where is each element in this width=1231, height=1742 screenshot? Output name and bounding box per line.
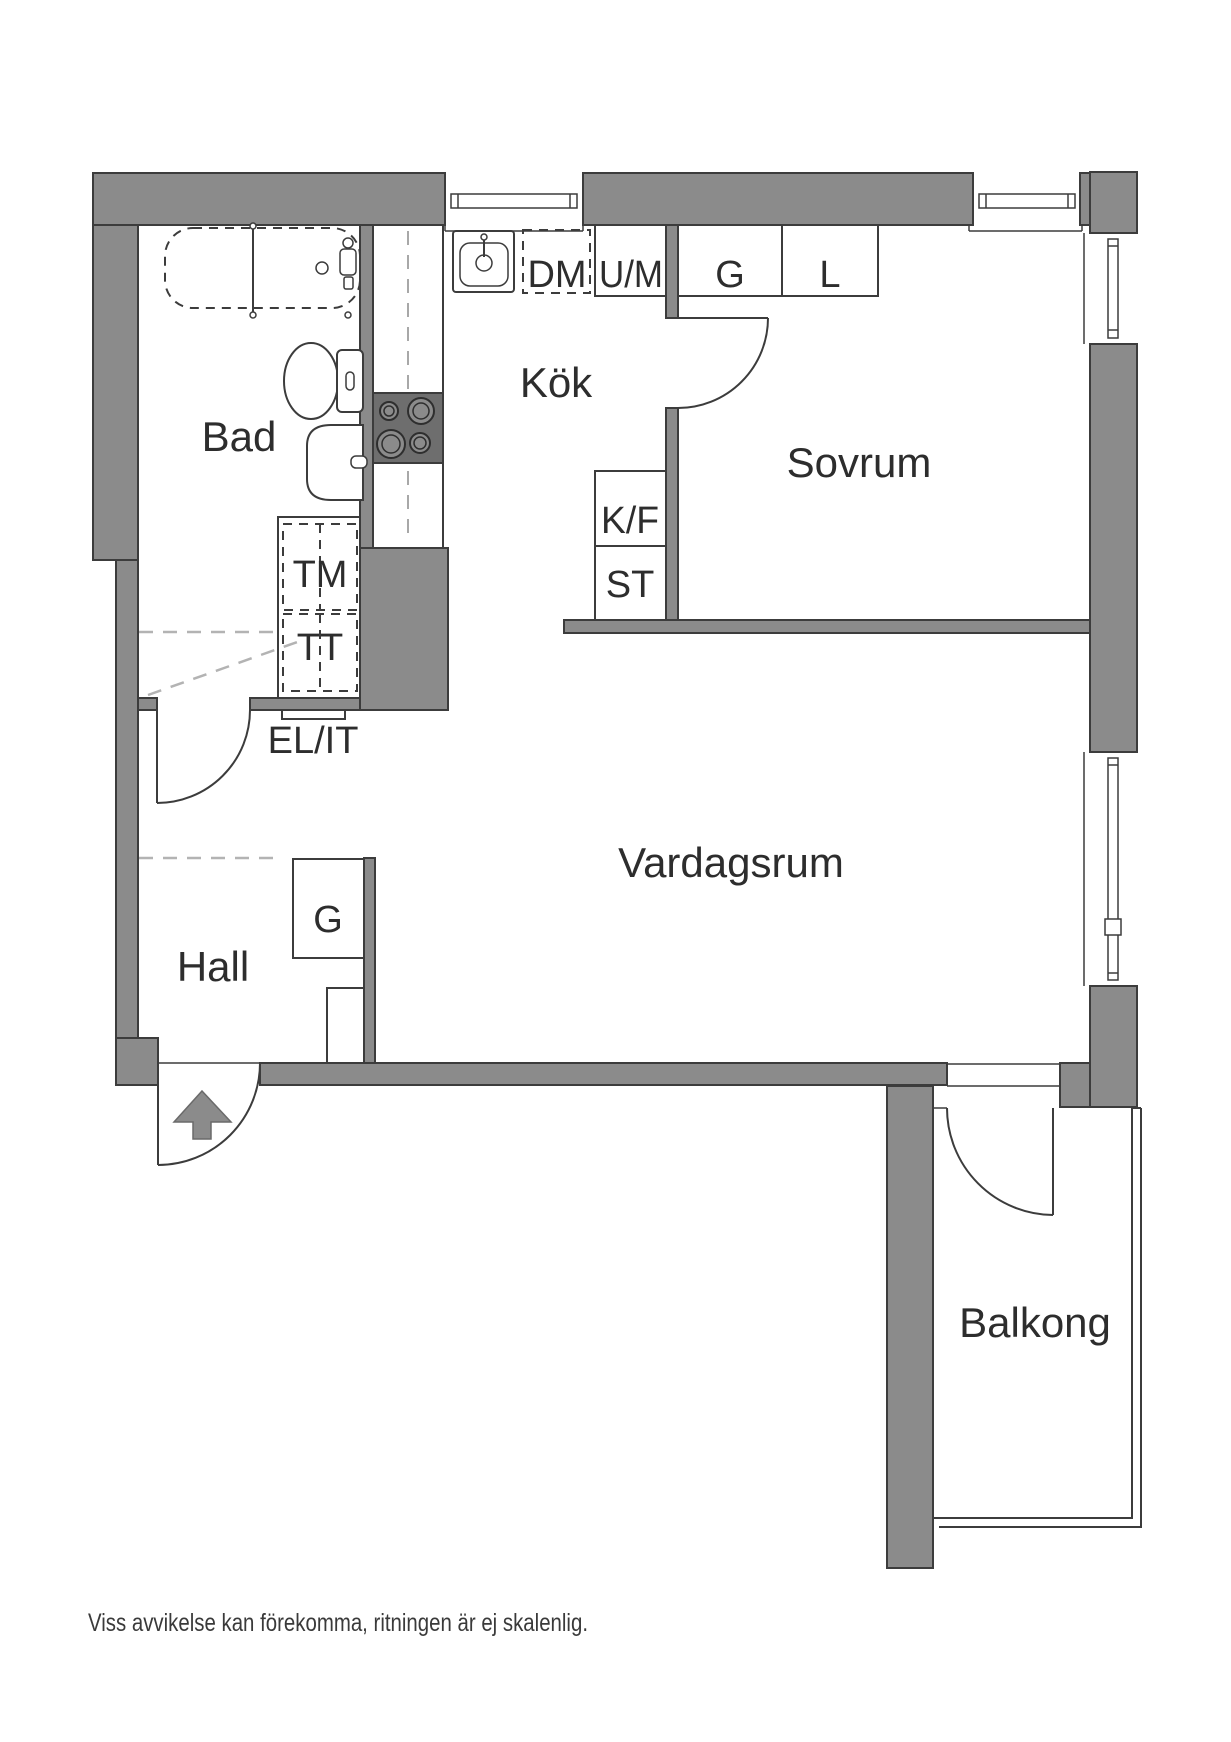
wall-top-middle [582, 172, 974, 226]
hall-fittings [172, 709, 365, 1140]
room-label-sovrum: Sovrum [787, 439, 932, 486]
label-elit: EL/IT [268, 720, 359, 762]
wall-right-top [1089, 171, 1138, 234]
label-kf: K/F [601, 500, 659, 542]
label-st: ST [606, 564, 655, 606]
linen-l-box [781, 224, 879, 297]
room-labels: Bad Kök Sovrum Vardagsrum Hall Balkong [177, 359, 1111, 1346]
bathroom-door [156, 709, 251, 804]
tub-drain [315, 261, 329, 275]
bathtub [164, 222, 361, 319]
stove-burners [376, 397, 435, 459]
tub-faucet [339, 237, 357, 290]
label-g-hall: G [313, 899, 343, 941]
bedroom-right-window [1083, 233, 1119, 344]
wall-left-lower [115, 559, 139, 1039]
disclaimer-text: Viss avvikelse kan förekomma, ritningen … [88, 1609, 588, 1637]
wall-kitchen-bedroom-upper [665, 224, 679, 319]
toilet [283, 342, 364, 420]
doors [156, 317, 1060, 1216]
kitchen-fittings [372, 224, 667, 621]
balcony-railing [933, 1107, 1142, 1528]
wardrobe-g-box [677, 224, 783, 297]
bedroom-door [677, 317, 769, 409]
room-label-balkong: Balkong [959, 1299, 1111, 1346]
label-um: U/M [599, 254, 663, 296]
entry-arrow-icon [172, 1089, 233, 1140]
bedroom-closets [677, 224, 879, 297]
washer-dryer-column [277, 516, 361, 699]
wall-balcony-door-jamb [1059, 1062, 1091, 1108]
room-label-kok: Kök [520, 359, 593, 406]
label-dm: DM [527, 254, 586, 296]
kitchen-sink [452, 230, 515, 293]
wall-left-upper [92, 224, 139, 561]
wall-top-left [92, 172, 446, 226]
hall-wardrobe-box [292, 858, 365, 959]
hall-small-cabinet [326, 987, 365, 1064]
label-l-bedroom: L [819, 254, 840, 296]
wall-kitchen-bedroom-lower [665, 407, 679, 633]
walls [92, 171, 1138, 1569]
room-label-vardagsrum: Vardagsrum [618, 839, 844, 886]
um-appliance-box [594, 224, 667, 297]
wall-right-middle [1089, 343, 1138, 753]
label-tt: TT [297, 627, 343, 669]
wall-south [259, 1062, 948, 1086]
label-tm: TM [293, 554, 348, 596]
wall-left-bottom-corner [115, 1037, 159, 1086]
el-it-cabinet [281, 709, 346, 720]
label-g-bedroom: G [715, 254, 745, 296]
bedroom-top-window [968, 193, 1083, 232]
balcony-door [933, 1063, 1060, 1216]
livingroom-right-window [1083, 752, 1122, 986]
wall-balcony-left [886, 1085, 934, 1569]
room-label-hall: Hall [177, 943, 249, 990]
wall-right-lower [1089, 985, 1138, 1108]
kitchen-window [444, 193, 584, 232]
washbasin [306, 424, 368, 501]
wall-bedroom-south [563, 619, 1091, 634]
wall-block-below-counter [359, 547, 449, 711]
fixture-labels: DM U/M G L K/F ST TM TT EL/IT G [268, 254, 841, 941]
bathroom-fixtures [164, 222, 368, 699]
room-label-bad: Bad [202, 413, 277, 460]
dishwasher-box [522, 229, 591, 294]
pantry-box [594, 545, 667, 621]
entry-door [157, 1062, 261, 1166]
bathroom-dashed-diagonal [147, 638, 304, 697]
dashed-guides [139, 630, 304, 860]
wall-hall-closet [363, 857, 376, 1064]
wall-bathroom-south-stub [137, 697, 158, 711]
wall-bathroom-south [249, 697, 361, 711]
